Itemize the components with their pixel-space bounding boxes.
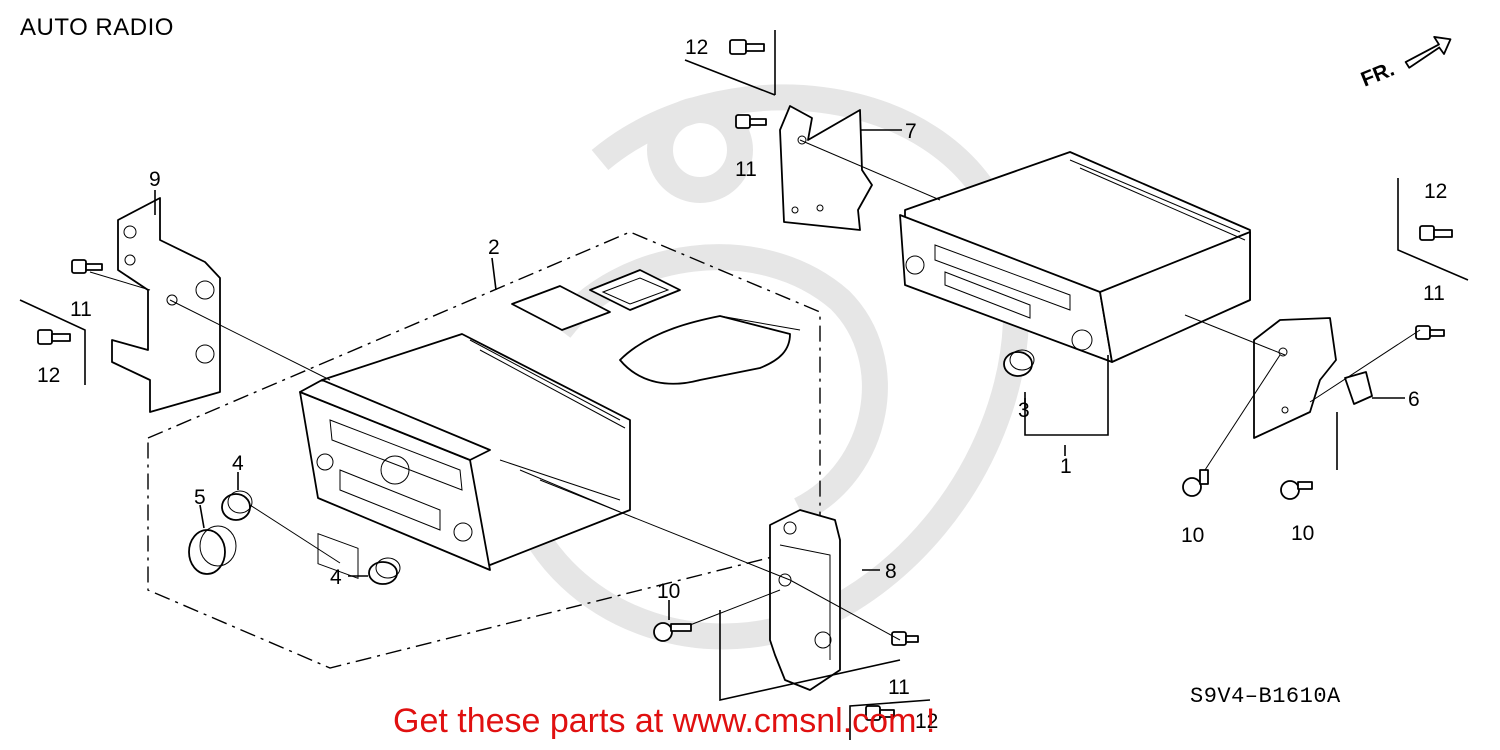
callout-12-right: 12 <box>1424 180 1447 203</box>
callout-12-bottom: 12 <box>915 710 938 733</box>
callout-11-top: 11 <box>735 158 757 181</box>
callout-2: 2 <box>488 236 500 259</box>
bolt-11-left <box>71 259 103 274</box>
front-direction-arrow: FR. <box>1358 36 1452 92</box>
callout-10-bottom: 10 <box>657 580 680 603</box>
callout-11-right: 11 <box>1423 282 1445 305</box>
bolt-11-right <box>1415 325 1445 340</box>
bracket-9 <box>111 197 221 413</box>
callout-11-left: 11 <box>70 298 92 321</box>
callout-1: 1 <box>1060 455 1072 478</box>
bolt-12-bottom <box>865 705 895 721</box>
leader-lines <box>19 30 1469 740</box>
callout-10-right-b: 10 <box>1291 522 1314 545</box>
bracket-8 <box>769 509 841 691</box>
promo-link-text[interactable]: Get these parts at www.cmsnl.com ! <box>393 702 936 740</box>
bolt-10-right-a <box>1182 469 1209 497</box>
knob-5 <box>188 525 237 575</box>
knob-4-upper <box>221 490 253 521</box>
callout-4-upper: 4 <box>232 452 244 475</box>
radio-unit-1 <box>899 151 1251 363</box>
bolt-10-bottom <box>653 622 692 642</box>
callout-5: 5 <box>194 486 206 509</box>
knob-3 <box>1003 349 1035 377</box>
callout-labels: 1 2 3 4 4 5 6 7 8 9 10 10 10 11 11 11 11… <box>37 36 1447 733</box>
fr-label: FR. <box>1358 58 1398 92</box>
callout-9: 9 <box>149 168 161 191</box>
bolt-12-top <box>729 39 765 55</box>
manual-documents <box>511 269 681 331</box>
callout-6: 6 <box>1408 388 1420 411</box>
callout-3: 3 <box>1018 399 1030 422</box>
bolt-11-bottom <box>891 631 919 646</box>
diagram-title: AUTO RADIO <box>20 14 174 41</box>
callout-8: 8 <box>885 560 897 583</box>
radio-unit-2 <box>299 333 631 579</box>
diagram-code: S9V4–B1610A <box>1190 684 1341 709</box>
watermark-logo <box>507 84 1030 650</box>
callout-7: 7 <box>905 120 917 143</box>
knob-4-lower <box>368 557 401 585</box>
callout-12-top: 12 <box>685 36 708 59</box>
bracket-6 <box>1253 317 1373 439</box>
callout-4-lower: 4 <box>330 566 342 589</box>
bracket-7 <box>779 105 873 231</box>
bolt-10-right-b <box>1280 480 1313 500</box>
plastic-bag <box>619 315 801 385</box>
callout-10-right-a: 10 <box>1181 524 1204 547</box>
bolt-12-left <box>37 329 71 345</box>
bolt-11-top <box>735 114 767 129</box>
bolt-12-right <box>1419 225 1453 241</box>
callout-11-bottom: 11 <box>888 676 910 699</box>
callout-12-left: 12 <box>37 364 60 387</box>
